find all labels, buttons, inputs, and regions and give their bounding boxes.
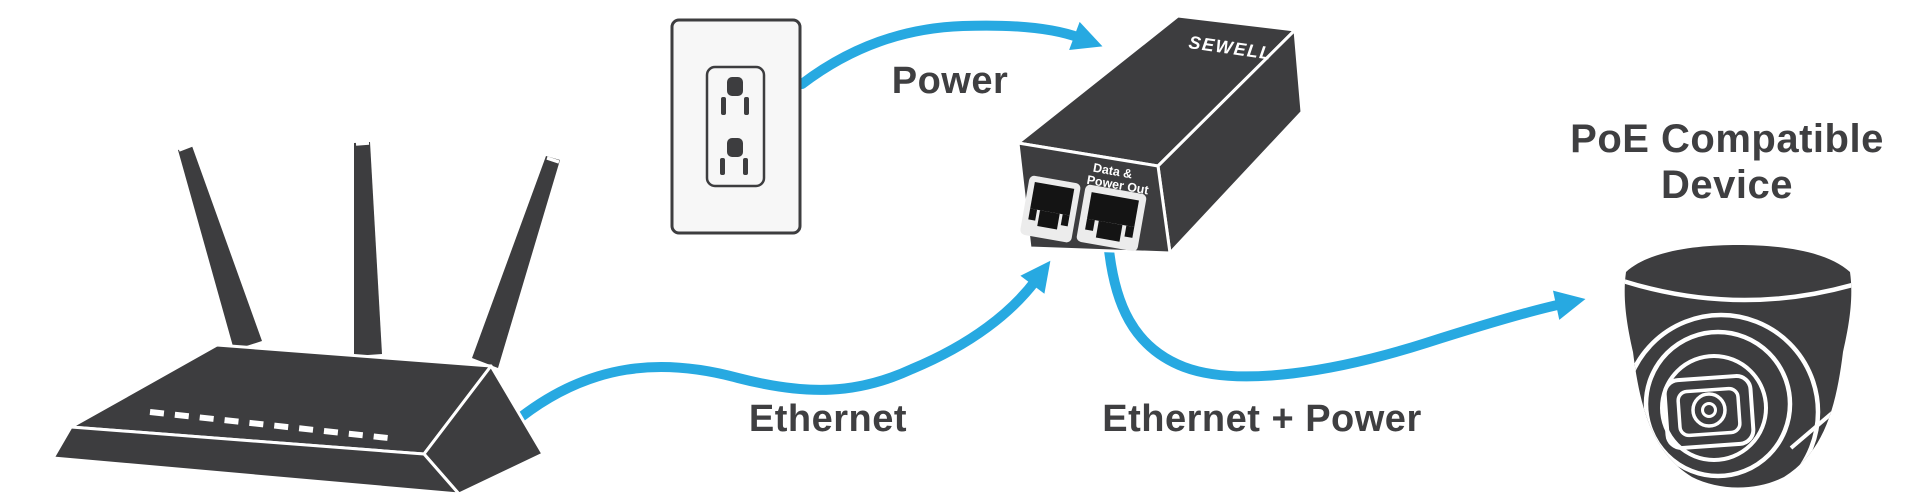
ethernet-power-arrow xyxy=(1104,245,1586,382)
security-camera-icon xyxy=(1624,245,1852,488)
ethernet-label: Ethernet xyxy=(748,398,908,440)
poe-injector-icon: SEWELL Data In Data & Power Out xyxy=(1016,14,1304,255)
poe-device-title-line1: PoE Compatible xyxy=(1570,117,1884,161)
power-arrow xyxy=(797,20,1103,89)
poe-device-title-line2: Device xyxy=(1661,163,1793,207)
poe-device-title: PoE Compatible Device xyxy=(1552,116,1902,208)
rj45-port-power-out xyxy=(1076,184,1147,252)
ethernet-arrow xyxy=(516,260,1051,422)
power-label: Power xyxy=(891,60,1009,102)
port-out-label-line1: Data & xyxy=(1092,161,1133,182)
wall-outlet-icon xyxy=(670,18,802,235)
wireless-router-icon xyxy=(51,141,560,496)
rj45-port-data-in xyxy=(1020,175,1081,243)
ethernet-power-label: Ethernet + Power xyxy=(1102,398,1422,440)
